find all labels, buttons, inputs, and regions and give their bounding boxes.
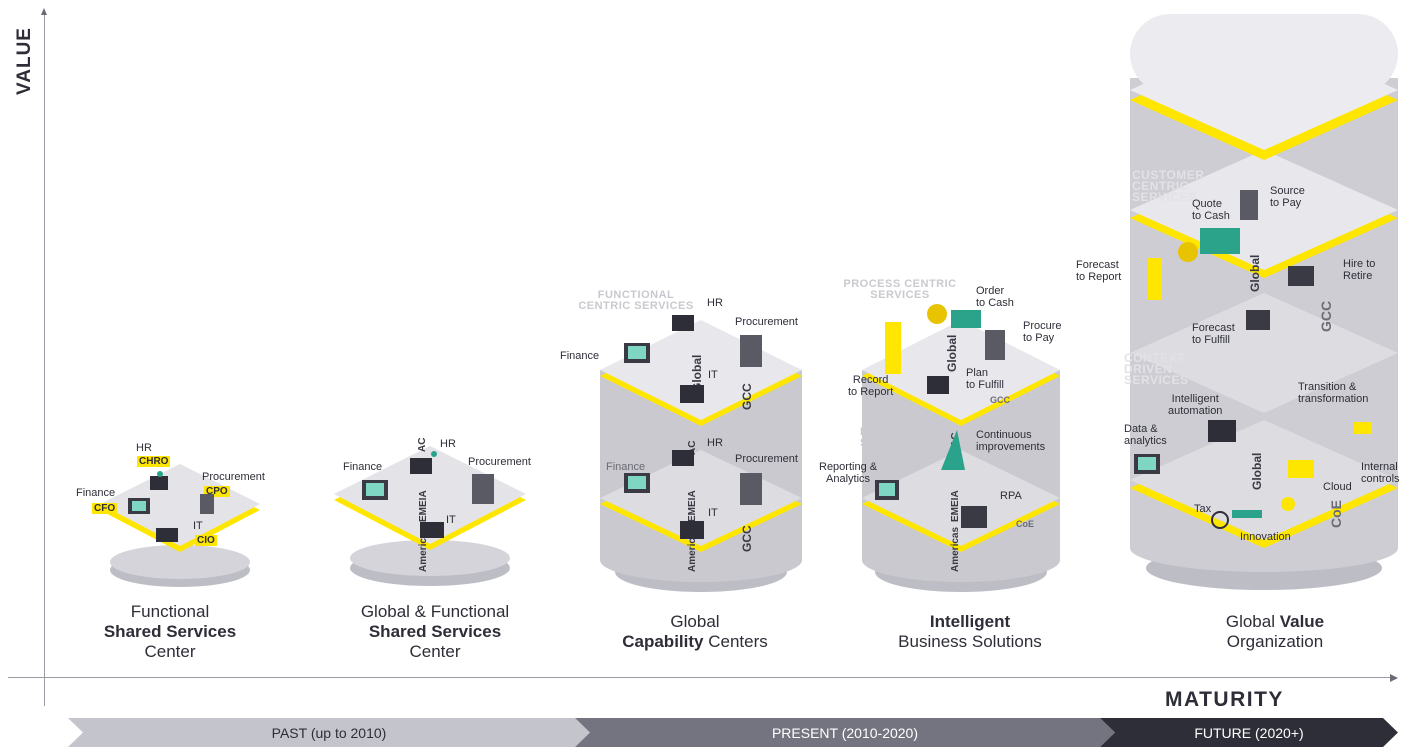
stage5-title: Global Value Organization xyxy=(1225,612,1325,651)
stage5-section-bottom: CONTEXT DRIVEN SERVICES xyxy=(1124,351,1189,387)
stage1-title: Functional Shared Services Center xyxy=(103,602,237,661)
stage1-it-label: IT xyxy=(193,520,203,532)
stage3-section-top: FUNCTIONAL CENTRIC SERVICES xyxy=(578,289,694,312)
stage2-title: Global & Functional Shared Services Cent… xyxy=(360,602,510,661)
stage3-bottom-hr-label: HR xyxy=(707,437,723,449)
stage4-gcc-label: GCC xyxy=(990,395,1010,405)
stage4-section-top: PROCESS CENTRIC SERVICES xyxy=(843,278,957,301)
stage5-source-to-pay-label: Source to Pay xyxy=(1270,185,1305,209)
stage5-tax-label: Tax xyxy=(1194,503,1212,515)
stage5-hire-to-retire-label: Hire to Retire xyxy=(1343,258,1376,282)
stage4-tower xyxy=(862,320,1060,592)
stage5-transition-label: Transition & transformation xyxy=(1298,381,1369,405)
stage2-procurement-label: Procurement xyxy=(468,456,531,468)
stage4-title: Intelligent Business Solutions xyxy=(898,612,1042,651)
stage5-section-top: CUSTOMER CENTRIC SERVICES xyxy=(1132,168,1205,204)
stage3-top-finance-label: Finance xyxy=(560,350,600,362)
stage1-finance-label: Finance xyxy=(76,487,116,499)
stage5-internal-controls-label: Internal controls xyxy=(1361,461,1400,485)
timeline-bar xyxy=(68,718,1398,747)
x-axis xyxy=(8,677,1396,678)
stage5-forecast-to-report-label: Forecast to Report xyxy=(1076,259,1122,283)
stage5-quote-to-cash-label: Quote to Cash xyxy=(1192,198,1230,222)
stage3-title: Global Capability Centers xyxy=(622,612,768,651)
stage1-procurement-label: Procurement xyxy=(202,471,265,483)
stage4-order-to-cash-label: Order to Cash xyxy=(976,285,1014,309)
stage2-it-label: IT xyxy=(446,514,456,526)
stage3-top-hr-label: HR xyxy=(707,297,723,309)
stage5-forecast-to-fulfill-label: Forecast to Fulfill xyxy=(1192,322,1235,346)
y-axis xyxy=(44,12,45,706)
stage4-continuous-label: Continuous improvements xyxy=(976,429,1046,453)
stage4-plan-to-fulfill-label: Plan to Fulfill xyxy=(966,367,1004,391)
stage1-chro-tag: CHRO xyxy=(137,456,171,467)
stage4-rpa-label: RPA xyxy=(1000,490,1022,502)
stage5-activity-icons xyxy=(1134,190,1372,529)
stage1-hr-label: HR xyxy=(136,442,152,454)
timeline-future: FUTURE (2020+) xyxy=(1194,725,1304,741)
stage3-bottom-finance-label: Finance xyxy=(606,461,646,473)
x-axis-label: MATURITY xyxy=(1165,688,1284,711)
stage4-reporting-label: Reporting & Analytics xyxy=(819,461,878,485)
stage4-procure-to-pay-label: Procure to Pay xyxy=(1023,320,1062,344)
stage4-section-bottom: ENABLING SERVICES xyxy=(860,426,922,449)
y-axis-arrow-icon xyxy=(41,8,47,15)
stage1-cfo-tag: CFO xyxy=(92,503,118,514)
timeline-past: PAST (up to 2010) xyxy=(271,725,387,741)
stage1-cio-tag: CIO xyxy=(195,535,217,546)
stage5-data-analytics-label: Data & analytics xyxy=(1124,423,1167,447)
stage4-coe-label: CoE xyxy=(1016,519,1034,529)
stage3-bottom-procurement-label: Procurement xyxy=(735,453,798,465)
stage4-activity-icons xyxy=(875,304,1005,528)
timeline-present: PRESENT (2010-2020) xyxy=(771,725,919,741)
stage3-bottom-it-label: IT xyxy=(708,507,718,519)
stage3-workstations-icon xyxy=(624,315,762,539)
stage1-workstations-icon xyxy=(128,471,214,542)
stage3-top-it-label: IT xyxy=(708,369,718,381)
stage4-record-to-report-label: Record to Report xyxy=(848,374,894,398)
x-axis-arrow-icon xyxy=(1390,674,1398,682)
stage2-hr-label: HR xyxy=(440,438,456,450)
y-axis-label: VALUE xyxy=(14,27,35,95)
stage1-cpo-tag: CPO xyxy=(204,486,230,497)
stage5-intelligent-automation-label: Intelligent automation xyxy=(1168,393,1223,417)
stage5-innovation-label: Innovation xyxy=(1240,531,1291,543)
stage5-cloud-label: Cloud xyxy=(1323,481,1352,493)
stage3-top-procurement-label: Procurement xyxy=(735,316,798,328)
stage3-section-bottom: BU CENTRIC SERVICES xyxy=(608,406,668,440)
stage2-finance-label: Finance xyxy=(343,461,383,473)
stage2-workstations-icon xyxy=(362,451,494,538)
